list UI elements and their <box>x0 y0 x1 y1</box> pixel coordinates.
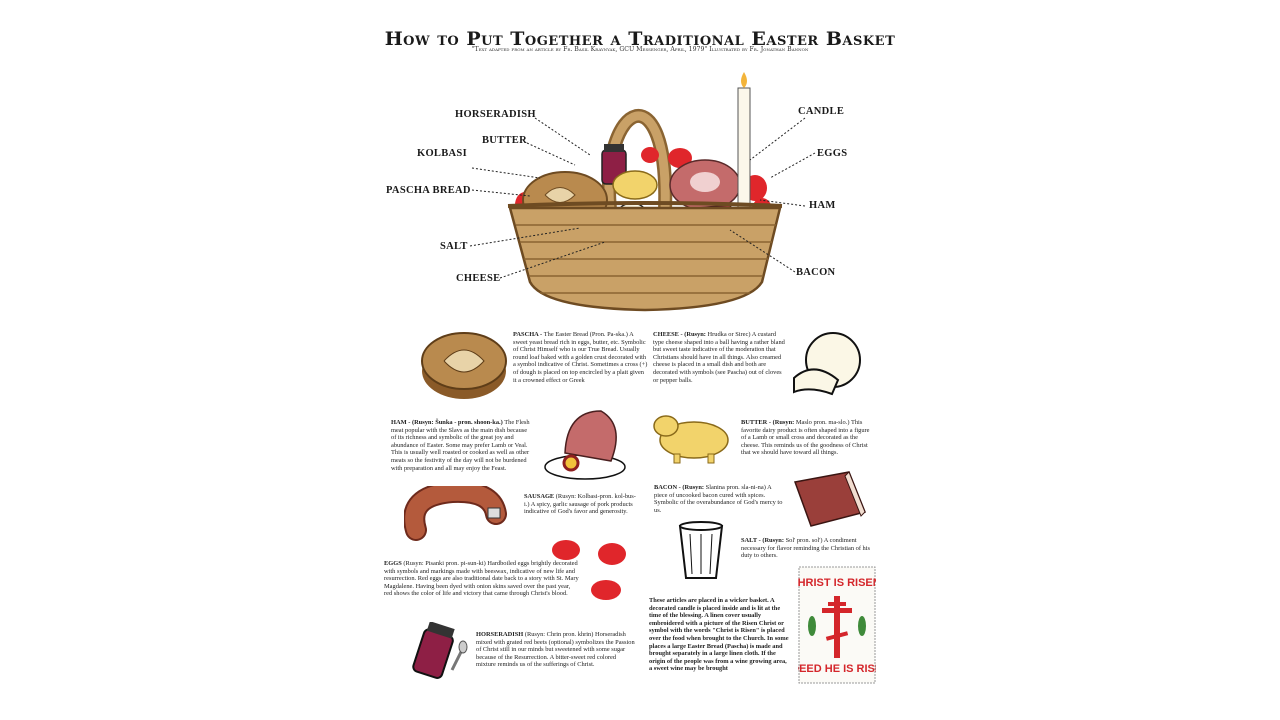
salt-description: SALT - (Rusyn: Sol' pron. sol') A condim… <box>741 537 871 560</box>
pascha-description: PASCHA - The Easter Bread (Pron. Pa-ska.… <box>513 331 648 384</box>
horseradish-heading: HORSERADISH <box>476 631 525 638</box>
label-salt: SALT <box>440 241 468 252</box>
sausage-heading: SAUSAGE <box>524 493 556 500</box>
label-butter: BUTTER <box>482 135 527 146</box>
banner-line2: INDEED HE IS RISEN! <box>798 663 876 675</box>
salt-cup-image <box>678 521 724 579</box>
ham-image <box>544 410 626 480</box>
sausage-description: SAUSAGE (Rusyn: Kolbasi-pron. kol-bus-i.… <box>524 493 636 516</box>
cheese-image <box>793 332 861 396</box>
horseradish-jar-image <box>412 622 468 679</box>
ham-description: HAM - (Rusyn: Šunka - pron. shoon-ka.) T… <box>391 419 531 472</box>
horseradish-description: HORSERADISH (Rusyn: Chrin pron. khrin) H… <box>476 631 636 669</box>
cheese-description: CHEESE - (Rusyn: Hrudka or Sirec) A cust… <box>653 331 785 384</box>
page-subtitle: "Text adapted from an article by Fr. Bas… <box>471 46 809 53</box>
salt-heading: SALT - (Rusyn: <box>741 537 786 544</box>
label-horseradish: HORSERADISH <box>455 109 536 120</box>
label-candle: CANDLE <box>798 106 845 117</box>
closing-paragraph: These articles are placed in a wicker ba… <box>649 597 789 673</box>
label-eggs: EGGS <box>817 148 848 159</box>
butter-text: Maslo pron. ma-slo.) This favorite dairy… <box>741 419 870 457</box>
butter-lamb-image <box>653 415 729 464</box>
butter-description: BUTTER - (Rusyn: Maslo pron. ma-slo.) Th… <box>741 419 876 457</box>
label-ham: HAM <box>809 200 836 211</box>
pascha-text: The Easter Bread (Pron. Pa-ska.) A sweet… <box>513 331 648 384</box>
page-title: How to Put Together a Traditional Easter… <box>384 28 896 50</box>
sausage-text: (Rusyn: Kolbasi-pron. kol-bus-i.) A spic… <box>524 493 636 516</box>
horseradish-text: (Rusyn: Chrin pron. khrin) Horseradish m… <box>476 631 635 669</box>
label-kolbasi: KOLBASI <box>417 148 467 159</box>
red-eggs-image <box>552 540 626 600</box>
pascha-bread-image <box>421 332 507 399</box>
eggs-description: EGGS (Rusyn: Pisanki pron. pi-sun-ki) Ha… <box>384 560 580 598</box>
basket-illustration <box>507 72 783 312</box>
bacon-description: BACON - (Rusyn: Slanina pron. sla-ni-na)… <box>654 484 784 514</box>
ham-heading: HAM - (Rusyn: Šunka - pron. shoon-ka.) <box>391 419 503 426</box>
bacon-heading: BACON - (Rusyn: <box>654 484 706 491</box>
label-pascha-bread: PASCHA BREAD <box>386 185 471 196</box>
sausage-image <box>404 486 507 541</box>
bacon-text: Slanina pron. sla-ni-na) A piece of unco… <box>654 484 783 514</box>
bacon-image <box>793 471 867 527</box>
eggs-text: (Rusyn: Pisanki pron. pi-sun-ki) Hardboi… <box>384 560 579 598</box>
eggs-heading: EGGS <box>384 560 404 567</box>
pascha-heading: PASCHA - <box>513 331 544 338</box>
cheese-text: Hrudka or Sirec) A custard type cheese s… <box>653 331 785 384</box>
salt-text: Sol' pron. sol') A condiment necessary f… <box>741 537 871 560</box>
ham-text: The Flesh meat popular with the Slavs as… <box>391 419 530 472</box>
banner-line1: CHRIST IS RISEN! <box>798 577 876 589</box>
butter-heading: BUTTER - (Rusyn: <box>741 419 796 426</box>
label-cheese: CHEESE <box>456 273 501 284</box>
christ-is-risen-banner: CHRIST IS RISEN! INDEED HE IS RISEN! <box>798 566 876 684</box>
label-bacon: BACON <box>796 267 836 278</box>
cheese-heading: CHEESE - (Rusyn: <box>653 331 708 338</box>
